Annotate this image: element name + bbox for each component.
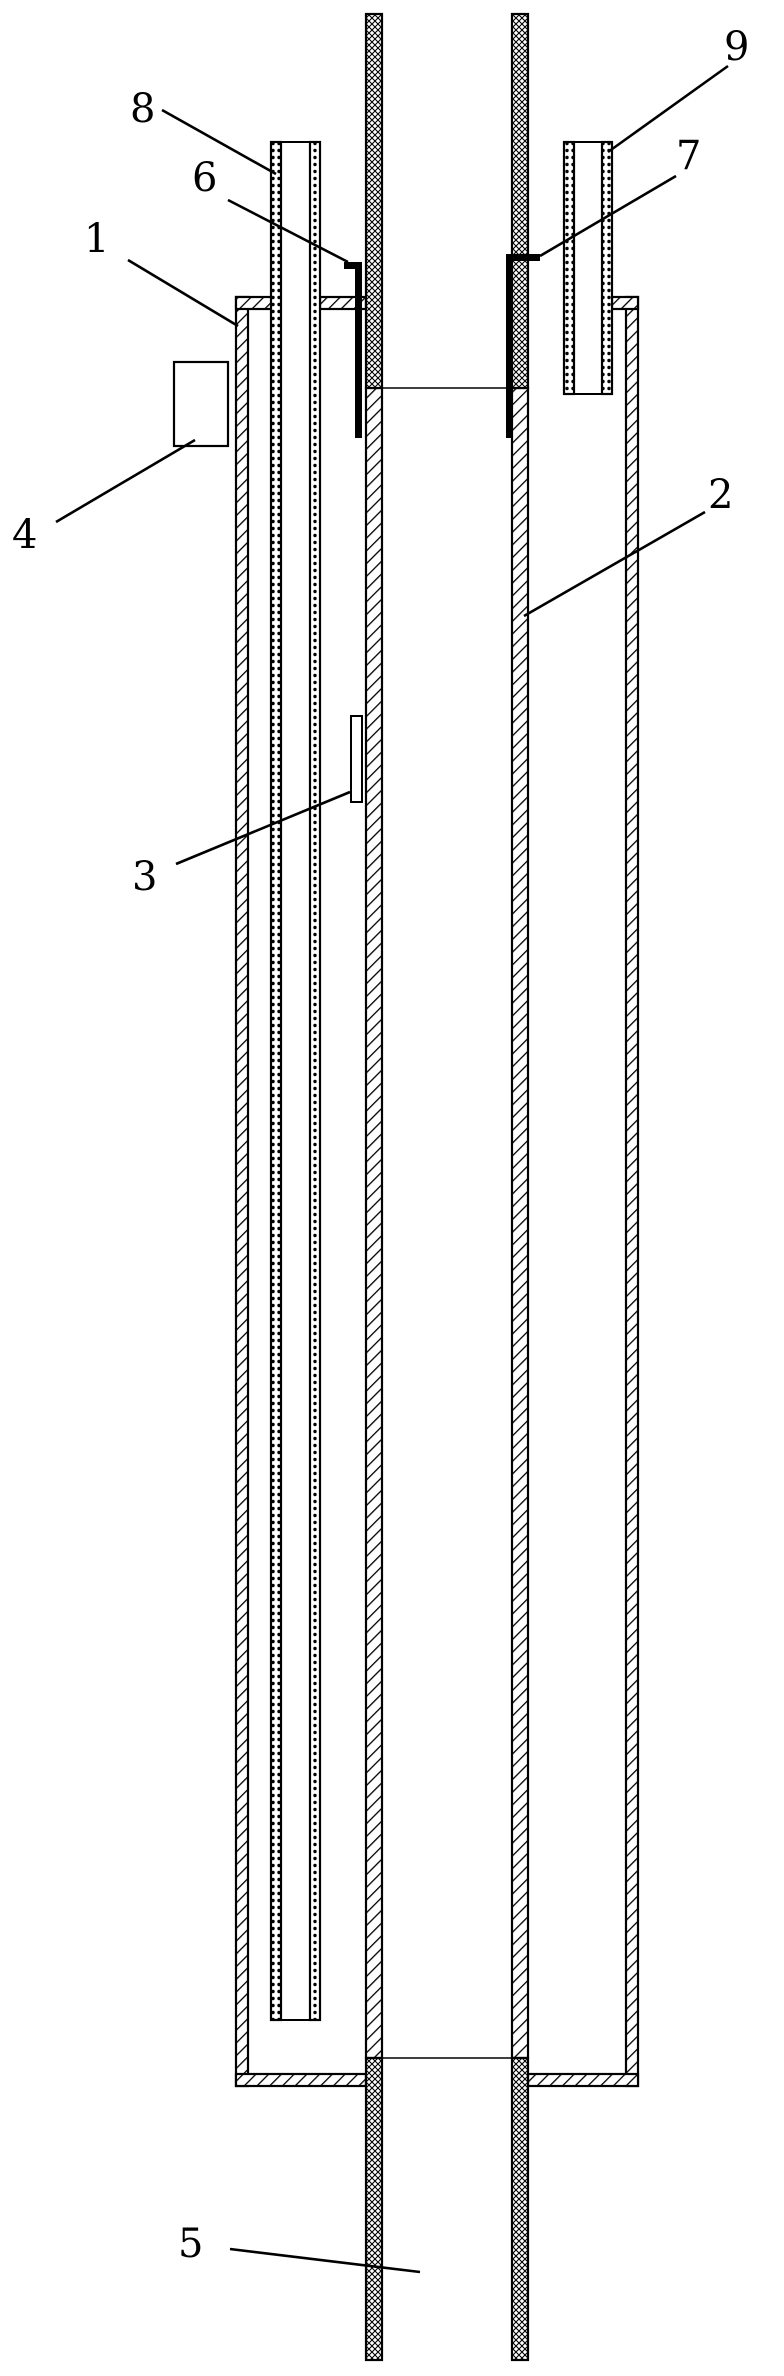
label-5: 5 xyxy=(178,2221,203,2267)
leader-3 xyxy=(175,790,351,866)
conduit-8 xyxy=(269,140,322,2022)
label-3: 3 xyxy=(132,854,157,900)
leader-5 xyxy=(229,2247,421,2274)
label-8: 8 xyxy=(130,86,155,132)
seal-6 xyxy=(344,262,362,438)
leader-6 xyxy=(227,198,349,264)
leader-9 xyxy=(607,64,729,154)
label-9: 9 xyxy=(724,24,749,70)
label-4: 4 xyxy=(12,512,37,558)
label-2: 2 xyxy=(708,472,733,518)
leader-2 xyxy=(523,510,706,618)
box-4 xyxy=(172,360,230,448)
label-1: 1 xyxy=(84,216,109,262)
through-pipe xyxy=(364,12,530,2362)
conduit-9 xyxy=(562,140,614,396)
leader-1 xyxy=(127,258,239,328)
inner-tube xyxy=(364,386,530,2060)
leader-8 xyxy=(161,108,277,176)
label-7: 7 xyxy=(676,133,701,179)
leader-7 xyxy=(539,174,677,258)
sensor-3 xyxy=(350,715,363,803)
label-6: 6 xyxy=(192,155,217,201)
outer-housing xyxy=(234,295,640,2088)
reference-numerals: 1 2 3 4 5 6 7 8 9 xyxy=(12,24,749,2267)
leader-4 xyxy=(55,438,196,524)
seal-7 xyxy=(506,254,540,438)
leader-lines xyxy=(55,64,729,2274)
